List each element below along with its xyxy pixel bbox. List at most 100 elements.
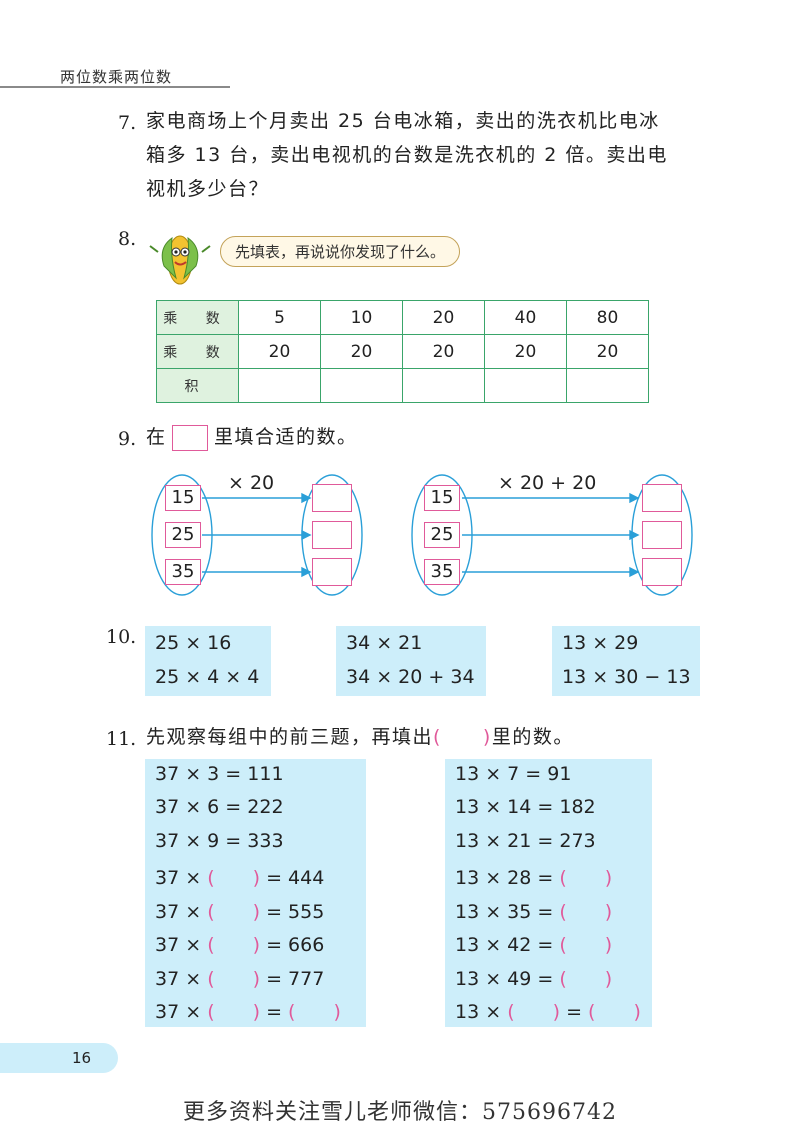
equation: 13 × 21 = 273 bbox=[455, 830, 596, 852]
expression: 13 × 30 − 13 bbox=[562, 666, 691, 688]
equation: 13 × ( ) = ( ) bbox=[455, 997, 641, 1024]
answer-box[interactable] bbox=[312, 558, 352, 586]
input-number: 25 bbox=[165, 522, 201, 548]
input-number: 35 bbox=[424, 559, 460, 585]
table-row: 乘 数 5 10 20 40 80 bbox=[156, 300, 649, 335]
blank-paren[interactable]: ( ) bbox=[507, 1001, 561, 1023]
q7-number: 7. bbox=[118, 112, 137, 134]
eq-part: 37 × bbox=[155, 934, 202, 956]
q10-number: 10. bbox=[106, 626, 137, 648]
speech-bubble: 先填表，再说说你发现了什么。 bbox=[220, 236, 461, 267]
q7-line: 家电商场上个月卖出 25 台电冰箱，卖出的洗衣机比电冰 bbox=[146, 110, 660, 132]
expression: 34 × 21 bbox=[346, 632, 423, 654]
q9-prompt-end: 里填合适的数。 bbox=[214, 426, 358, 448]
input-number: 15 bbox=[165, 485, 201, 511]
answer-box[interactable] bbox=[312, 521, 352, 549]
corn-mascot-icon bbox=[149, 235, 211, 285]
input-number: 25 bbox=[424, 522, 460, 548]
answer-cell[interactable] bbox=[402, 368, 485, 403]
blank-paren[interactable]: ( ) bbox=[559, 968, 613, 990]
q11-prompt-start: 先观察每组中的前三题，再填出 bbox=[146, 726, 434, 748]
answer-cell[interactable] bbox=[484, 368, 567, 403]
q11-left-group: 37 × 3 = 111 37 × 6 = 222 37 × 9 = 333 3… bbox=[145, 759, 366, 1027]
right-operation: × 20 + 20 bbox=[498, 472, 597, 494]
answer-cell[interactable] bbox=[566, 368, 649, 403]
q9-left-diagram bbox=[151, 474, 363, 596]
answer-cell[interactable] bbox=[320, 368, 403, 403]
q7-line: 视机多少台？ bbox=[146, 178, 270, 200]
table-cell: 40 bbox=[484, 300, 567, 335]
table-cell: 20 bbox=[402, 300, 485, 335]
equation: 37 × 6 = 222 bbox=[155, 796, 284, 818]
expression: 25 × 4 × 4 bbox=[155, 666, 260, 688]
equation: 37 × 9 = 333 bbox=[155, 830, 284, 852]
paren-sample: ( ) bbox=[433, 726, 492, 748]
blank-paren[interactable]: ( ) bbox=[559, 934, 613, 956]
row-label: 积 bbox=[156, 368, 239, 403]
q10-group-2: 34 × 21 34 × 20 + 34 bbox=[336, 626, 486, 696]
equation: 13 × 7 = 91 bbox=[455, 763, 572, 785]
eq-part: = 777 bbox=[266, 968, 325, 990]
header-rule bbox=[0, 86, 230, 88]
blank-paren[interactable]: ( ) bbox=[207, 1001, 261, 1023]
answer-box[interactable] bbox=[642, 484, 682, 512]
eq-part: 13 × 28 = bbox=[455, 867, 554, 889]
eq-part: 13 × 49 = bbox=[455, 968, 554, 990]
equation: 37 × ( ) = 777 bbox=[155, 964, 324, 991]
eq-part: = bbox=[566, 1001, 582, 1023]
left-operation: × 20 bbox=[228, 472, 275, 494]
q9-number: 9. bbox=[118, 428, 137, 450]
blank-paren[interactable]: ( ) bbox=[288, 1001, 341, 1023]
eq-part: = bbox=[266, 1001, 282, 1023]
equation: 13 × 28 = ( ) bbox=[455, 863, 612, 890]
blank-paren[interactable]: ( ) bbox=[207, 867, 261, 889]
blank-paren[interactable]: ( ) bbox=[588, 1001, 641, 1023]
expression: 34 × 20 + 34 bbox=[346, 666, 475, 688]
answer-box[interactable] bbox=[642, 521, 682, 549]
equation: 37 × ( ) = 666 bbox=[155, 930, 324, 957]
blank-paren[interactable]: ( ) bbox=[207, 968, 261, 990]
q11-prompt-end: 里的数。 bbox=[491, 726, 574, 748]
equation: 13 × 49 = ( ) bbox=[455, 964, 612, 991]
footer-note: 更多资料关注雪儿老师微信：575696742 bbox=[183, 1100, 617, 1125]
eq-part: 37 × bbox=[155, 1001, 202, 1023]
expression: 13 × 29 bbox=[562, 632, 639, 654]
blank-paren[interactable]: ( ) bbox=[559, 901, 613, 923]
page-header: 两位数乘两位数 bbox=[60, 68, 173, 86]
eq-part: 37 × bbox=[155, 867, 202, 889]
answer-box[interactable] bbox=[312, 484, 352, 512]
eq-part: = 555 bbox=[266, 901, 325, 923]
eq-part: = 666 bbox=[266, 934, 325, 956]
eq-part: = 444 bbox=[266, 867, 325, 889]
blank-paren[interactable]: ( ) bbox=[559, 867, 613, 889]
equation: 37 × ( ) = ( ) bbox=[155, 997, 341, 1024]
eq-part: 13 × 42 = bbox=[455, 934, 554, 956]
blank-paren[interactable]: ( ) bbox=[207, 934, 261, 956]
equation: 37 × ( ) = 555 bbox=[155, 897, 324, 924]
q11-number: 11. bbox=[106, 728, 137, 750]
answer-cell[interactable] bbox=[238, 368, 321, 403]
q7-text: 家电商场上个月卖出 25 台电冰箱，卖出的洗衣机比电冰 箱多 13 台，卖出电视… bbox=[146, 104, 668, 206]
expression: 25 × 16 bbox=[155, 632, 232, 654]
q9-prompt-start: 在 bbox=[146, 426, 167, 448]
equation: 13 × 42 = ( ) bbox=[455, 930, 612, 957]
q8-number: 8. bbox=[118, 228, 137, 250]
input-number: 15 bbox=[424, 485, 460, 511]
table-cell: 20 bbox=[566, 334, 649, 369]
blank-paren[interactable]: ( ) bbox=[207, 901, 261, 923]
input-number: 35 bbox=[165, 559, 201, 585]
table-cell: 10 bbox=[320, 300, 403, 335]
equation: 13 × 14 = 182 bbox=[455, 796, 596, 818]
q11-right-group: 13 × 7 = 91 13 × 14 = 182 13 × 21 = 273 … bbox=[445, 759, 652, 1027]
equation: 13 × 35 = ( ) bbox=[455, 897, 612, 924]
table-cell: 20 bbox=[402, 334, 485, 369]
eq-part: 13 × 35 = bbox=[455, 901, 554, 923]
q9-right-diagram bbox=[411, 474, 693, 596]
q8-table: 乘 数 5 10 20 40 80 乘 数 20 20 20 20 20 积 bbox=[156, 300, 649, 403]
page-number: 16 bbox=[0, 1043, 118, 1073]
q11-prompt: 先观察每组中的前三题，再填出( )里的数。 bbox=[146, 720, 574, 754]
table-cell: 20 bbox=[484, 334, 567, 369]
answer-box[interactable] bbox=[642, 558, 682, 586]
table-cell: 80 bbox=[566, 300, 649, 335]
equation: 37 × 3 = 111 bbox=[155, 763, 284, 785]
